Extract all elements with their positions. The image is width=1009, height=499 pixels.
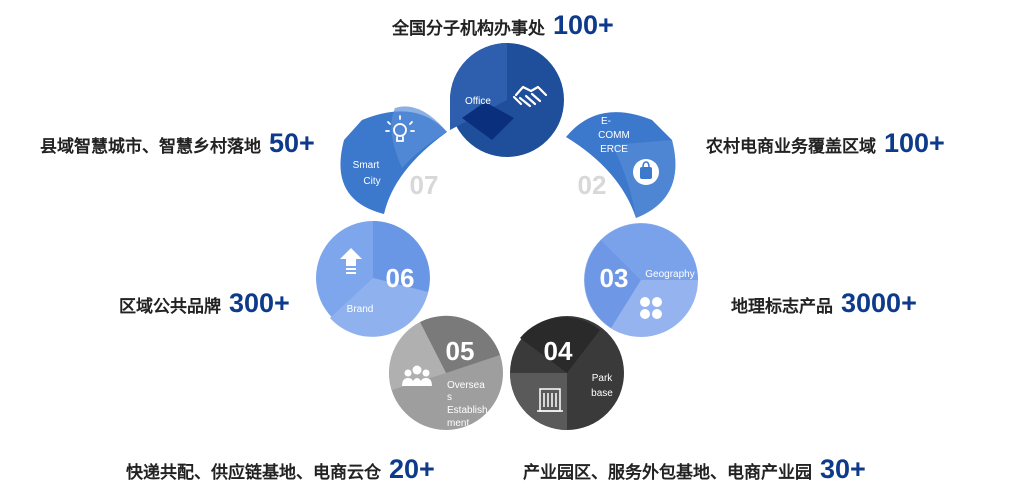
shopping-bag-icon — [633, 159, 659, 185]
brand-number: 06 — [386, 263, 415, 293]
stat-industrial-parks-label: 产业园区、服务外包基地、电商产业园 — [523, 463, 812, 483]
stat-industrial-parks: 产业园区、服务外包基地、电商产业园 30+ — [523, 454, 866, 485]
stat-regional-brands-label: 区域公共品牌 — [119, 297, 221, 317]
stat-smart-city: 县域智慧城市、智慧乡村落地 50+ — [40, 128, 315, 159]
stat-regional-brands-value: 300+ — [229, 288, 290, 318]
brand-label: Brand — [347, 304, 374, 315]
clover-icon — [640, 297, 662, 319]
office-node: Office — [450, 43, 564, 157]
smartcity-label-line-2: City — [363, 176, 380, 187]
stat-rural-ecommerce-value: 100+ — [884, 128, 945, 158]
stat-offices-value: 100+ — [553, 10, 614, 40]
smartcity-node: Smart City 07 — [340, 106, 447, 214]
office-label: Office — [465, 96, 491, 107]
overseas-node: 05 Oversea s Establish ment — [389, 315, 503, 430]
ecommerce-node: E- COMM ERCE 02 — [566, 112, 676, 218]
stat-smart-city-label: 县域智慧城市、智慧乡村落地 — [40, 137, 261, 157]
stat-offices-label: 全国分子机构办事处 — [392, 19, 545, 39]
geography-number: 03 — [600, 263, 629, 293]
lightbulb-icon — [385, 115, 415, 142]
park-label-line-1: Park — [592, 373, 614, 384]
ecommerce-number: 02 — [578, 170, 607, 200]
stat-geo-products-label: 地理标志产品 — [731, 297, 833, 317]
smartcity-number: 07 — [410, 170, 439, 200]
geography-node: 03 Geography — [584, 223, 698, 337]
stat-regional-brands: 区域公共品牌 300+ — [119, 288, 290, 319]
stat-geo-products-value: 3000+ — [841, 288, 917, 318]
overseas-label-line-1: Oversea — [447, 380, 485, 391]
ecommerce-label-line-1: E- — [601, 116, 611, 127]
geography-label: Geography — [645, 269, 694, 280]
stat-smart-city-value: 50+ — [269, 128, 315, 158]
overseas-number: 05 — [446, 336, 475, 366]
stat-geo-products: 地理标志产品 3000+ — [731, 288, 917, 319]
ecommerce-label-line-3: ERCE — [600, 144, 628, 155]
upload-arrow-icon — [340, 248, 362, 274]
stat-industrial-parks-value: 30+ — [820, 454, 866, 484]
overseas-label-line-4: ment — [447, 418, 469, 429]
stat-logistics-label: 快递共配、供应链基地、电商云仓 — [126, 463, 381, 483]
smartcity-label-line-1: Smart — [353, 160, 380, 171]
park-label-line-2: base — [591, 388, 613, 399]
ecommerce-label-line-2: COMM — [598, 130, 630, 141]
stat-offices: 全国分子机构办事处 100+ — [392, 10, 614, 41]
handshake-icon — [512, 85, 548, 108]
stat-rural-ecommerce: 农村电商业务覆盖区域 100+ — [706, 128, 945, 159]
park-node: 04 Park base — [510, 316, 624, 430]
overseas-label-line-3: Establish — [447, 405, 488, 416]
overseas-label-line-2: s — [447, 392, 452, 403]
stat-rural-ecommerce-label: 农村电商业务覆盖区域 — [706, 137, 876, 157]
group-icon — [402, 365, 432, 386]
building-icon — [537, 388, 563, 412]
stat-logistics-value: 20+ — [389, 454, 435, 484]
stat-logistics: 快递共配、供应链基地、电商云仓 20+ — [126, 454, 435, 485]
park-number: 04 — [544, 336, 573, 366]
brand-node: 06 Brand — [316, 221, 430, 337]
